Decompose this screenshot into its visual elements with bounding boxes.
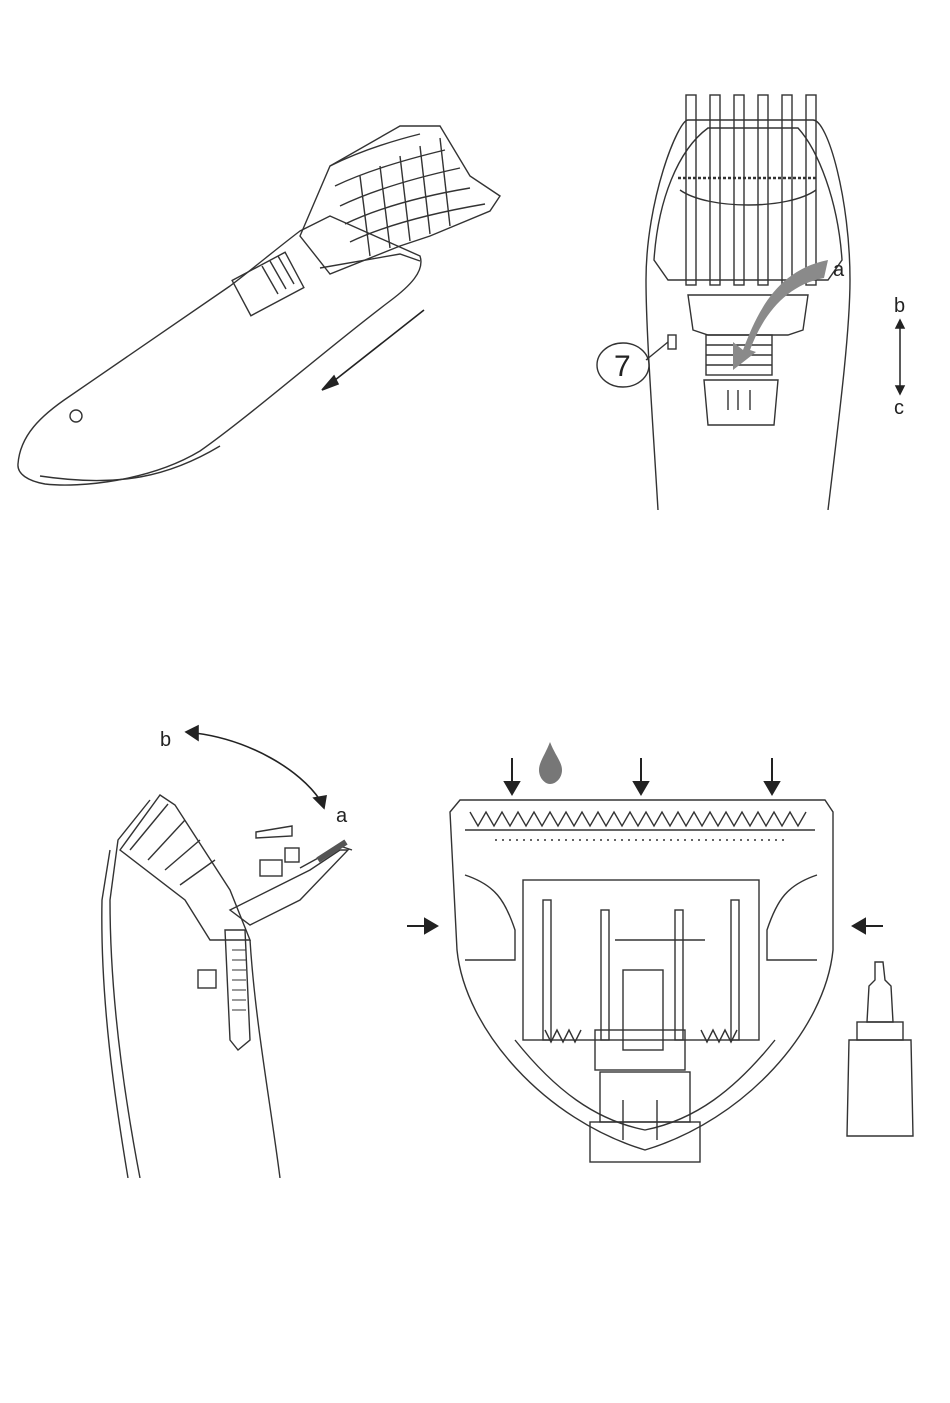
figure-trimmer-comb-removal	[0, 96, 522, 510]
trimmer-body-outline	[18, 216, 421, 485]
removed-part	[256, 826, 292, 838]
switch-slider	[232, 252, 304, 315]
blade-head-outline	[450, 800, 833, 1150]
figure-blade-open: b a	[0, 700, 405, 1178]
bottom-connector	[590, 1122, 700, 1162]
figure-3-drawing: b a	[0, 700, 405, 1178]
oil-bottle-icon	[847, 962, 913, 1136]
blade-frame	[523, 880, 759, 1040]
figure-4-drawing	[405, 700, 945, 1178]
label-a: a	[833, 259, 845, 281]
up-down-arrow-bc	[896, 320, 904, 394]
hang-hole	[70, 410, 82, 422]
comb-teeth	[686, 95, 816, 285]
figure-2-drawing: a b c 7	[528, 80, 942, 510]
arc-arrow-ab	[186, 726, 326, 808]
label-c: c	[894, 397, 904, 419]
blade-teeth	[470, 812, 806, 826]
label-b: b	[160, 729, 171, 751]
oil-drop-icon	[539, 742, 562, 784]
figure-blade-oiling	[405, 700, 945, 1178]
side-press-arrows	[407, 919, 883, 933]
callout-7-label: 7	[614, 350, 631, 383]
body-front-edge	[250, 940, 280, 1178]
comb-frame	[654, 128, 842, 280]
rotate-arrow-a	[733, 260, 828, 370]
body-back-edge	[110, 800, 150, 1178]
figure-1-drawing	[0, 96, 522, 510]
figure-comb-adjust: a b c 7	[528, 80, 942, 510]
blade-unit	[230, 846, 352, 925]
slide-off-arrow	[322, 310, 424, 390]
open-head	[120, 795, 250, 940]
attachment-comb	[300, 126, 500, 274]
label-b: b	[894, 295, 905, 317]
label-a: a	[336, 805, 348, 827]
